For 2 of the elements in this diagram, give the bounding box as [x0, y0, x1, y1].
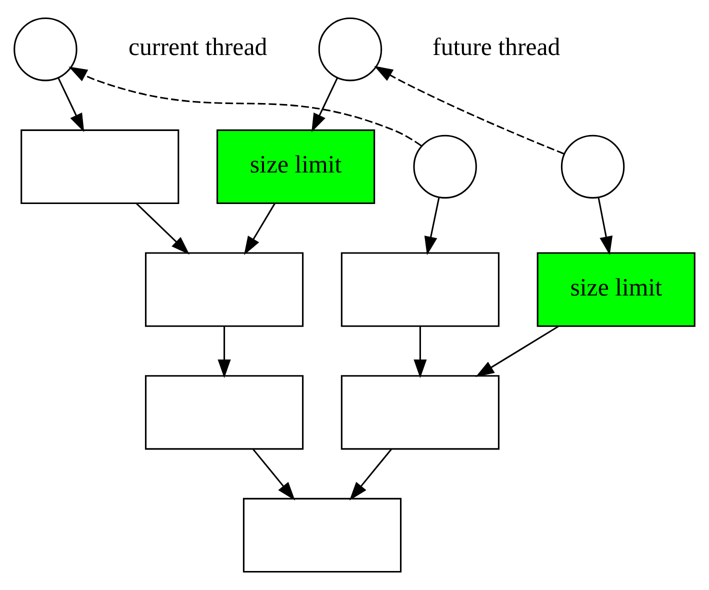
label: current thread	[128, 34, 268, 62]
label: future thread	[432, 34, 560, 62]
